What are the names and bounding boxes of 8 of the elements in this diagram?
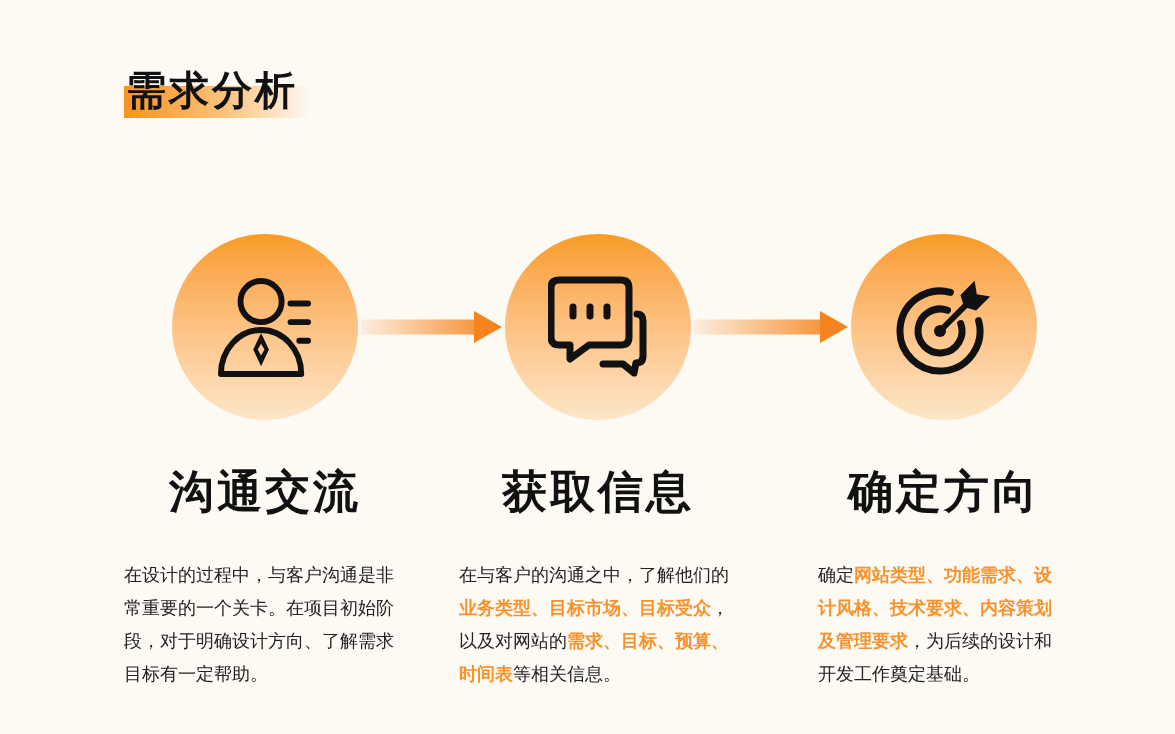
step-heading: 沟通交流	[168, 464, 362, 520]
arrow	[361, 311, 502, 343]
step-heading: 获取信息	[501, 464, 695, 520]
step-description: 确定网站类型、功能需求、设计风格、技术要求、内容策划及管理要求，为后续的设计和开发工作奠定基础。	[818, 563, 1053, 686]
step-description: 在与客户的沟通之中，了解他们的业务类型、目标市场、目标受众，以及对网站的需求、目标、预算、时间表等相关信息。	[459, 563, 730, 686]
step-heading: 确定方向	[846, 464, 1041, 520]
step-description: 在设计的过程中，与客户沟通是非常重要的一个关卡。在项目初始阶段，对于明确设计方向、了解需求目标有一定帮助。	[124, 563, 395, 686]
arrow	[694, 311, 848, 343]
